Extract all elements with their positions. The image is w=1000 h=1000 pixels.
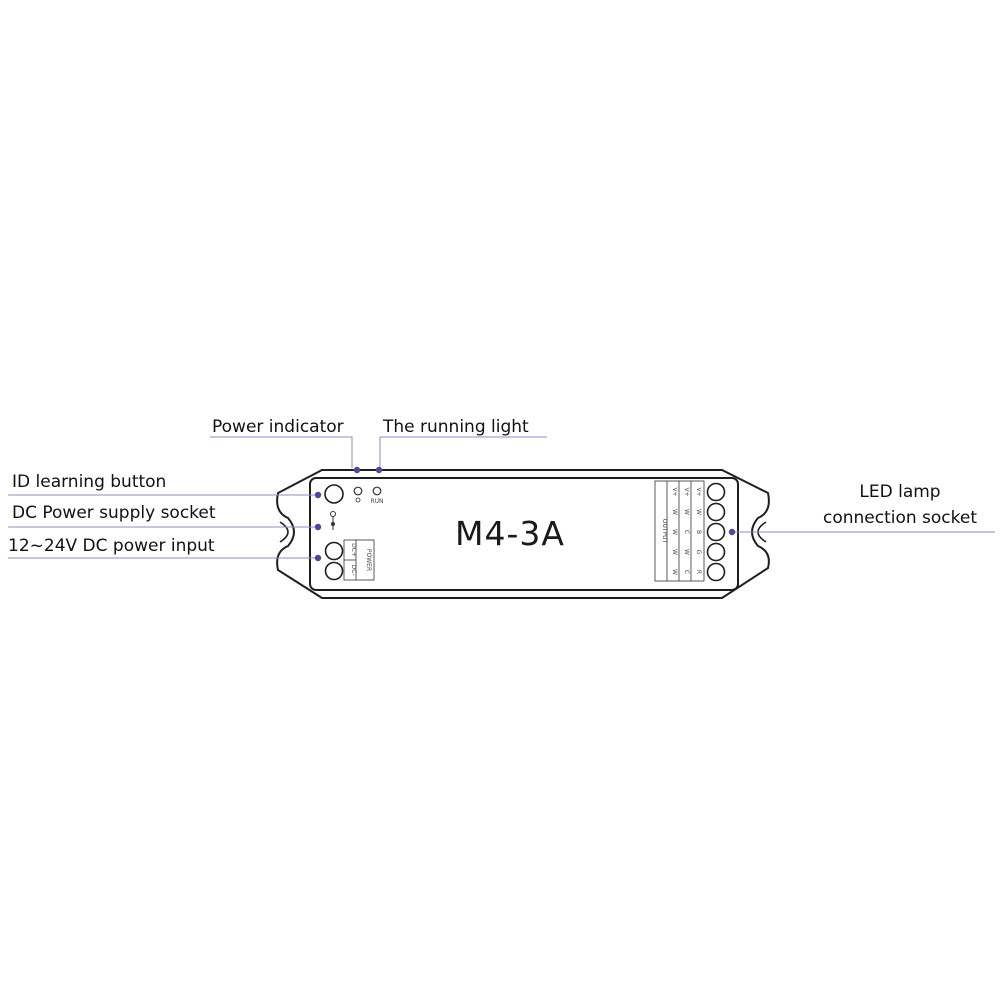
output-channel-label: G <box>695 550 702 555</box>
label-dc-power-input: 12~24V DC power input <box>8 536 215 556</box>
housing-outline <box>276 469 770 599</box>
label-led-socket-line2: connection socket <box>823 508 977 528</box>
output-title: OUTPUT <box>661 519 668 544</box>
output-channel-label: C <box>683 530 690 534</box>
callout-dots <box>314 466 736 562</box>
label-power-indicator: Power indicator <box>212 417 344 437</box>
id-learning-button <box>324 484 344 504</box>
output-channel-label: W <box>695 509 702 515</box>
output-channel-label: W <box>671 569 678 575</box>
power-label-block: POWER DC+ DC- <box>343 539 375 581</box>
label-dc-power-socket: DC Power supply socket <box>12 503 216 523</box>
output-channel-label: W <box>683 509 690 515</box>
output-terminal-4 <box>706 542 726 562</box>
output-terminal-5 <box>706 562 726 582</box>
power-input-terminals <box>324 541 344 581</box>
callout-lines <box>8 436 995 559</box>
power-indicator-led <box>353 486 363 503</box>
output-terminal-2 <box>706 502 726 522</box>
output-channel-label: R <box>695 570 702 574</box>
output-channel-label: V+ <box>671 487 678 496</box>
output-channel-label: C <box>683 570 690 574</box>
dc-socket-symbol <box>330 511 336 530</box>
output-channel-label: V+ <box>683 487 690 496</box>
run-label: RUN <box>370 498 383 505</box>
terminal-dc-plus <box>324 541 344 561</box>
callout-line-power-indicator <box>210 436 353 468</box>
callout-line-running-light <box>379 436 547 468</box>
device-housing <box>276 469 770 599</box>
running-light-led: RUN <box>370 486 384 505</box>
output-channel-label: W <box>683 549 690 555</box>
label-led-socket-line1: LED lamp <box>859 482 940 502</box>
output-terminal-1 <box>706 482 726 502</box>
terminal-dc-minus <box>324 561 344 581</box>
dc-plus-label: DC+ <box>350 543 357 557</box>
left-mounting-slot <box>279 521 289 543</box>
output-channel-label: W <box>671 509 678 515</box>
output-channel-label: V+ <box>695 487 702 496</box>
output-channel-label: W <box>671 529 678 535</box>
model-name: M4-3A <box>455 514 565 553</box>
label-running-light: The running light <box>382 417 529 437</box>
output-terminals <box>706 482 726 582</box>
housing-panel <box>309 477 739 591</box>
label-id-learning-button: ID learning button <box>12 472 166 492</box>
dc-minus-label: DC- <box>350 565 357 576</box>
power-block-title: POWER <box>365 549 372 571</box>
output-channel-label: B <box>695 530 702 534</box>
output-channel-label: W <box>671 549 678 555</box>
output-terminal-3 <box>706 522 726 542</box>
